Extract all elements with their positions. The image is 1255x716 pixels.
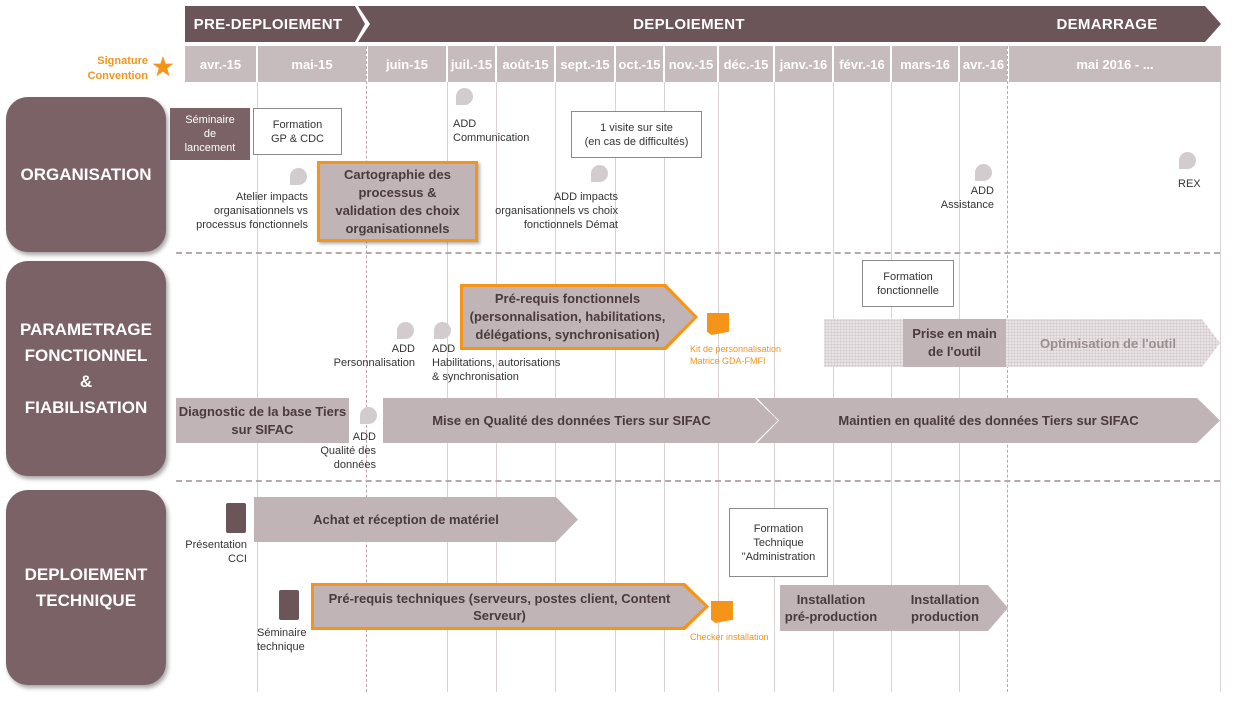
add-marker-icon — [456, 88, 473, 105]
add-marker-icon — [397, 322, 414, 339]
phase-boundary-line — [1007, 46, 1008, 692]
installation-preproduction-arrow: Installation pré-production — [780, 585, 896, 631]
month-nov-15: nov.-15 — [665, 46, 717, 82]
cartographie-box: Cartographie des processus & validation … — [317, 161, 478, 242]
phase-boundary-line — [366, 46, 367, 692]
section-separator — [176, 480, 1220, 482]
grid-line — [718, 82, 719, 692]
add-marker-icon — [591, 165, 608, 182]
grid-line — [496, 82, 497, 692]
grid-line — [774, 82, 775, 692]
month-oct-15: oct.-15 — [616, 46, 663, 82]
atelier-impacts-label: Atelier impacts organisationnels vs proc… — [196, 191, 308, 231]
prerequis-techniques-fill: Pré-requis techniques (serveurs, postes … — [314, 586, 705, 627]
month-janv-16: janv.-16 — [775, 46, 832, 82]
document-icon — [711, 601, 733, 623]
signature-convention-label: Signature Convention — [87, 55, 149, 82]
presentation-document-icon — [226, 503, 246, 533]
formation-fonctionnelle-box: Formation fonctionnelle — [862, 260, 954, 307]
star-icon — [151, 55, 175, 79]
add-marker-icon — [434, 322, 451, 339]
grid-line — [959, 82, 960, 692]
kit-personnalisation-label: Kit de personnalisation Matrice GDA-FMFI — [690, 344, 782, 366]
phase-pre-deploiement: PRE-DEPLOIEMENT — [185, 6, 365, 42]
month-juil-15: juil.-15 — [448, 46, 495, 82]
month-avr-16: avr.-16 — [960, 46, 1007, 82]
mise-en-qualite-arrow: Mise en Qualité des données Tiers sur SI… — [383, 398, 778, 443]
diagnostic-box: Diagnostic de la base Tiers sur SIFAC — [176, 398, 349, 443]
checker-installation-label: Checker installation — [690, 632, 769, 642]
seminaire-lancement-box: Séminaire de lancement — [170, 108, 250, 160]
month-sept-15: sept.-15 — [556, 46, 614, 82]
add-impacts-label: ADD impacts organisationnels vs choix fo… — [495, 191, 618, 231]
achat-reception-arrow: Achat et réception de matériel — [254, 497, 578, 542]
presentation-cci-label: Présentation CCI — [185, 539, 247, 565]
grid-line — [833, 82, 834, 692]
installation-production-arrow: Installation production — [874, 585, 1008, 631]
grid-line — [664, 82, 665, 692]
section-separator — [176, 252, 1220, 254]
add-personnalisation-label: ADD Personnalisation — [333, 343, 415, 369]
add-marker-icon — [1179, 152, 1196, 169]
optimisation-arrow — [824, 319, 1220, 367]
document-icon — [707, 313, 729, 335]
month-mai-2016: mai 2016 - ... — [1009, 46, 1221, 82]
section-parametrage: PARAMETRAGE FONCTIONNEL & FIABILISATION — [6, 261, 166, 476]
formation-technique-box: Formation Technique "Administration — [729, 508, 828, 577]
grid-line — [891, 82, 892, 692]
prise-en-main-box: Prise en main de l'outil — [903, 319, 1006, 367]
optimisation-label: Optimisation de l'outil — [1040, 335, 1176, 351]
formation-gp-cdc-box: Formation GP & CDC — [253, 108, 342, 155]
add-marker-icon — [360, 407, 377, 424]
phase-deploiement: DEPLOIEMENT — [358, 6, 1020, 42]
phase-demarrage: DEMARRAGE — [1003, 6, 1221, 42]
maintien-qualite-arrow: Maintien en qualité des données Tiers su… — [757, 398, 1220, 443]
add-habilitations-label: ADD Habilitations, autorisations & synch… — [432, 343, 561, 383]
add-marker-icon — [290, 168, 307, 185]
grid-line — [1220, 82, 1221, 692]
rex-label: REX — [1178, 178, 1201, 190]
month-mai-15: mai-15 — [258, 46, 366, 82]
add-assistance-label: ADD Assistance — [940, 185, 994, 211]
month-fevr-16: févr.-16 — [834, 46, 890, 82]
add-qualite-label: ADD Qualité des données — [320, 431, 376, 471]
seminaire-document-icon — [279, 590, 299, 620]
grid-line — [257, 82, 258, 692]
add-communication-label: ADD Communication — [453, 118, 530, 144]
prerequis-fonctionnels-fill: Pré-requis fonctionnels (personnalisatio… — [463, 287, 694, 347]
month-avr-15: avr.-15 — [185, 46, 256, 82]
month-aout-15: août-15 — [497, 46, 554, 82]
add-marker-icon — [975, 164, 992, 181]
month-mars-16: mars-16 — [892, 46, 958, 82]
grid-line — [555, 82, 556, 692]
visite-sur-site-box: 1 visite sur site (en cas de difficultés… — [571, 111, 702, 158]
month-juin-15: juin-15 — [368, 46, 446, 82]
seminaire-technique-label: Séminaire technique — [257, 627, 307, 653]
section-organisation: ORGANISATION — [6, 97, 166, 252]
grid-line — [447, 82, 448, 692]
grid-line — [615, 82, 616, 692]
section-deploiement-technique: DEPLOIEMENT TECHNIQUE — [6, 490, 166, 685]
month-dec-15: déc.-15 — [719, 46, 773, 82]
